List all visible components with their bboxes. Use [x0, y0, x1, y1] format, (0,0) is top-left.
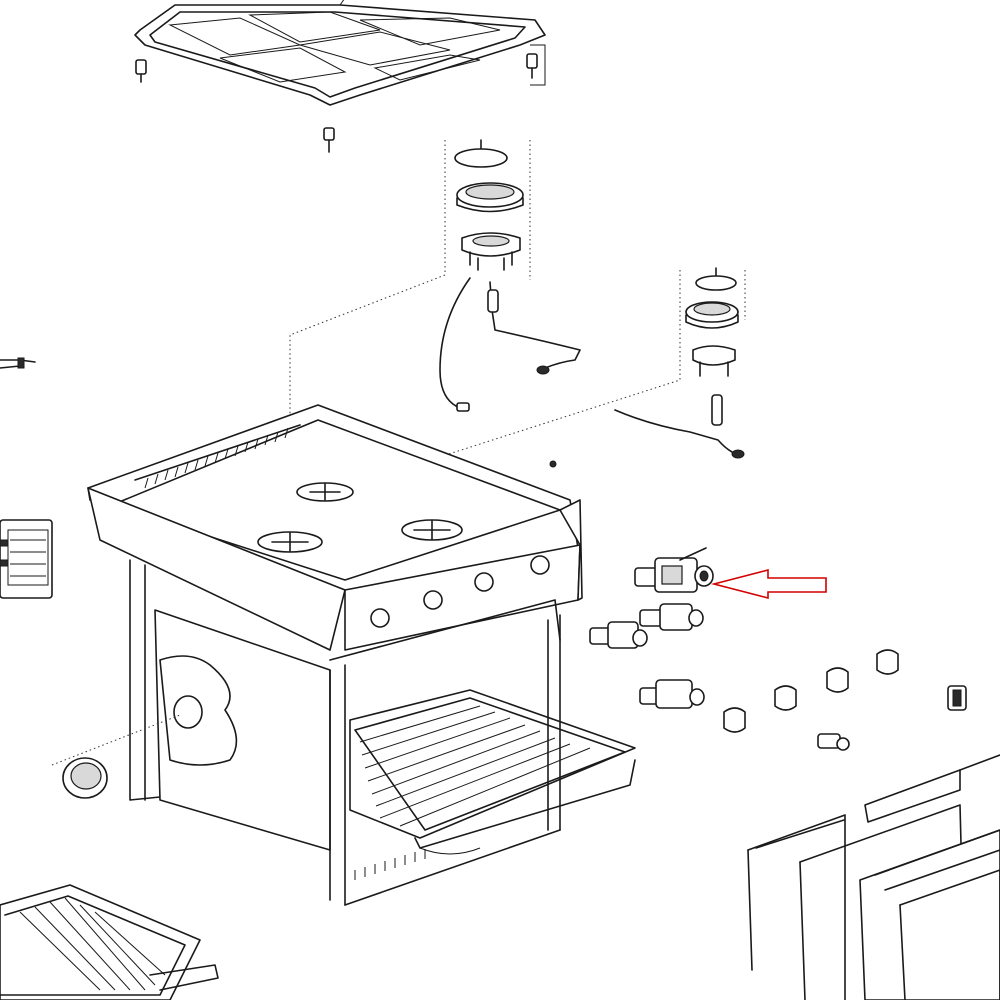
- gas-valve-3: [589, 621, 648, 649]
- knob-hole-4: [530, 555, 550, 575]
- grate-foot-left: [135, 59, 147, 83]
- door-glass-inner: [747, 814, 846, 1000]
- cooktop-grate: [134, 0, 546, 106]
- control-knob-2: [774, 685, 797, 711]
- control-module: [0, 519, 53, 599]
- cooktop-burner-front-left: [257, 531, 323, 553]
- knob-hole-3: [474, 572, 494, 592]
- gas-valve: [634, 547, 714, 593]
- gas-valve-4: [639, 679, 705, 709]
- knob-hole-2: [423, 590, 443, 610]
- oven-door: [859, 754, 1000, 1000]
- control-knob-4: [876, 649, 899, 675]
- control-knob-3: [826, 667, 849, 693]
- grate-foot-center: [323, 127, 335, 153]
- control-knob-1: [723, 707, 746, 733]
- range-body: [51, 404, 583, 906]
- oven-thermostat-sensor: [947, 685, 967, 711]
- igniter-switch: [817, 733, 850, 751]
- oven-light-lens: [62, 757, 108, 799]
- oven-rack: [349, 689, 636, 855]
- grate-foot-right: [526, 53, 538, 79]
- burner-assembly-left: [289, 139, 581, 540]
- wire-connector: [0, 357, 36, 369]
- knob-hole-1: [370, 608, 390, 628]
- cooktop-burner-front-right: [401, 519, 463, 541]
- left-arrow-icon: [710, 568, 827, 600]
- cooktop-burner-rear: [296, 482, 354, 502]
- gas-valve-2: [639, 603, 704, 631]
- broiler-pan: [0, 884, 219, 1000]
- burner-assembly-right: [429, 267, 746, 530]
